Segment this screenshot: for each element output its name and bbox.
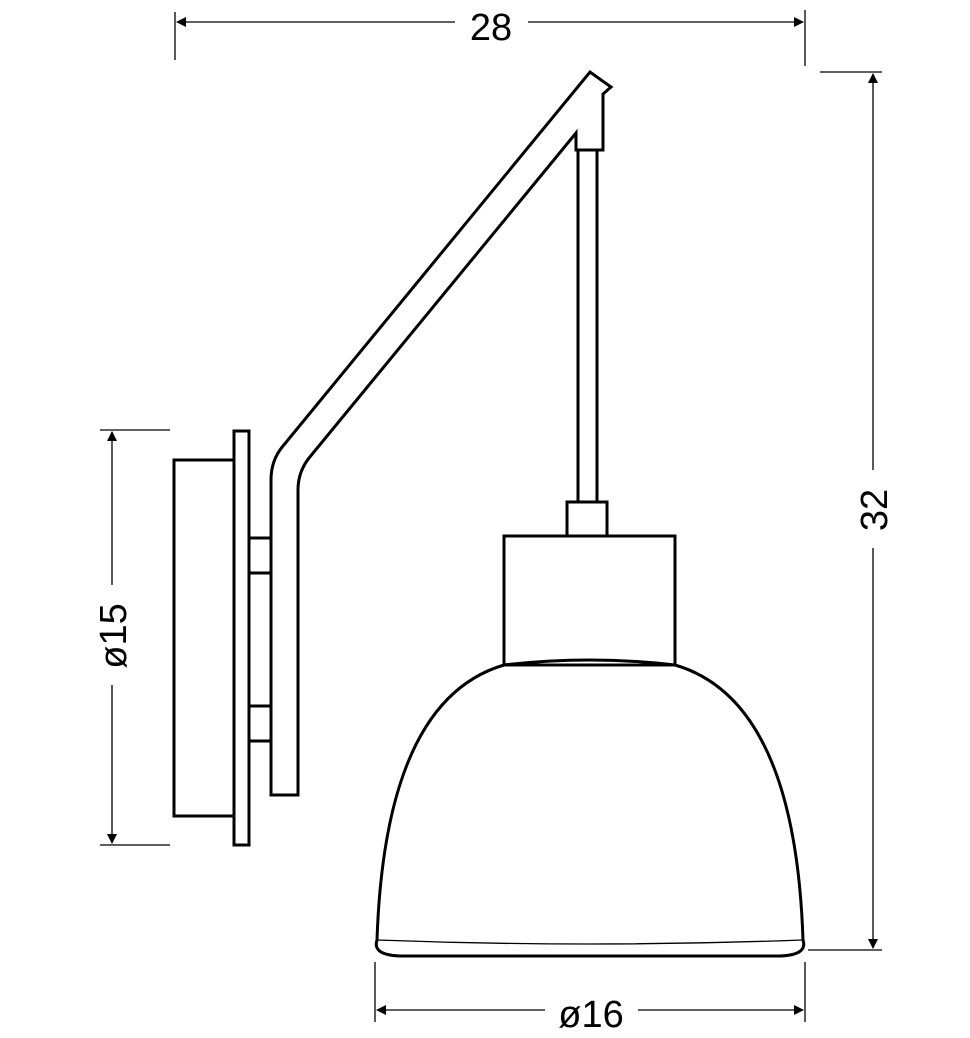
dimension-height: 32 (808, 71, 896, 951)
shade-diameter-label: ø16 (558, 994, 623, 1036)
mount-knob-upper (247, 536, 273, 575)
shade-rim (377, 939, 803, 945)
dimension-width: 28 (174, 7, 806, 66)
shade (374, 658, 806, 958)
backplate (232, 429, 251, 847)
wall-box (172, 458, 236, 818)
dimension-backplate: ø15 (93, 429, 170, 846)
height-label: 32 (854, 489, 896, 531)
backplate-diameter-label: ø15 (93, 603, 135, 668)
mount-knob-lower (247, 704, 273, 743)
socket-cap (502, 534, 677, 667)
collar (565, 500, 609, 538)
arm (269, 69, 614, 797)
width-label: 28 (470, 7, 512, 49)
dimension-shade: ø16 (374, 962, 806, 1036)
lamp (172, 69, 806, 958)
rod (576, 148, 599, 504)
